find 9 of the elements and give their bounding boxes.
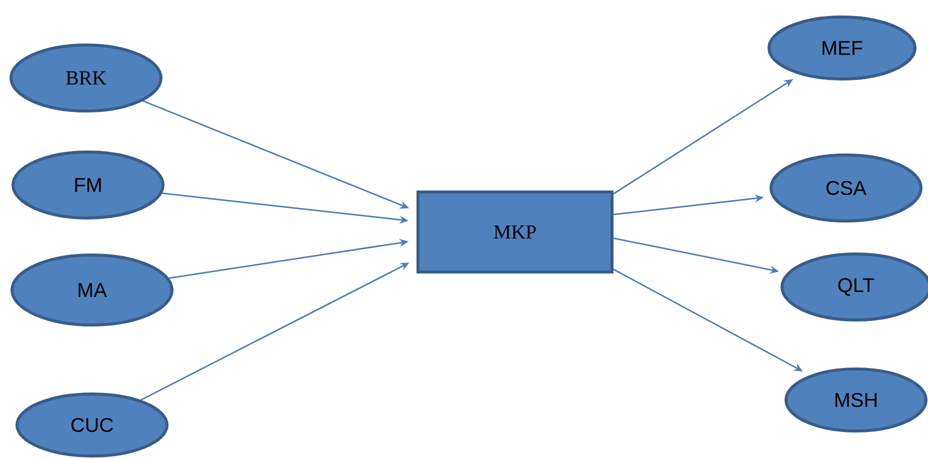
ellipse-node: BRK: [10, 44, 162, 112]
ellipse-node: MSH: [784, 367, 928, 432]
ellipse-node: MEF: [768, 15, 916, 80]
ellipse-node: MA: [10, 253, 174, 326]
ellipse-node: FM: [12, 150, 164, 220]
process-box: MKP: [416, 190, 614, 274]
ellipse-node: CUC: [16, 392, 168, 458]
ellipse-node: QLT: [780, 252, 928, 322]
ellipse-node: CSA: [770, 153, 922, 222]
